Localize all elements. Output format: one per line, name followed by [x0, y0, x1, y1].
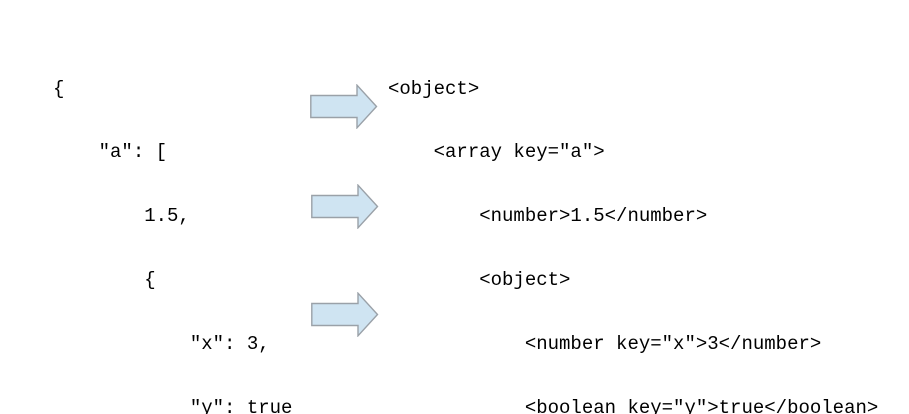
xml-code-block: <object> <array key="a"> <number>1.5</nu… — [388, 36, 878, 414]
json-code-line: 1.5, — [53, 205, 190, 228]
json-code-line: { — [53, 77, 65, 100]
xml-code-line: <number key="x">3</number> — [388, 333, 822, 356]
json-code-line: "y": true — [53, 397, 293, 414]
json-code-line: "a": [ — [53, 141, 168, 164]
xml-code-line: <boolean key="y">true</boolean> — [388, 397, 879, 414]
xml-code-line: <object> — [388, 77, 480, 100]
xml-code-line: <object> — [388, 269, 571, 292]
right-arrow-icon — [310, 84, 378, 129]
json-code-block: { "a": [ 1.5, { "x": 3, "y": true }, nul… — [53, 36, 292, 414]
json-code-line: { — [53, 269, 156, 292]
json-code-line: "x": 3, — [53, 333, 270, 356]
xml-code-line: <number>1.5</number> — [388, 205, 708, 228]
right-arrow-shape — [310, 84, 378, 129]
right-arrow-icon — [311, 292, 379, 337]
right-arrow-shape — [311, 292, 379, 337]
right-arrow-shape — [311, 184, 379, 229]
xml-code-line: <array key="a"> — [388, 141, 605, 164]
right-arrow-icon — [311, 184, 379, 229]
